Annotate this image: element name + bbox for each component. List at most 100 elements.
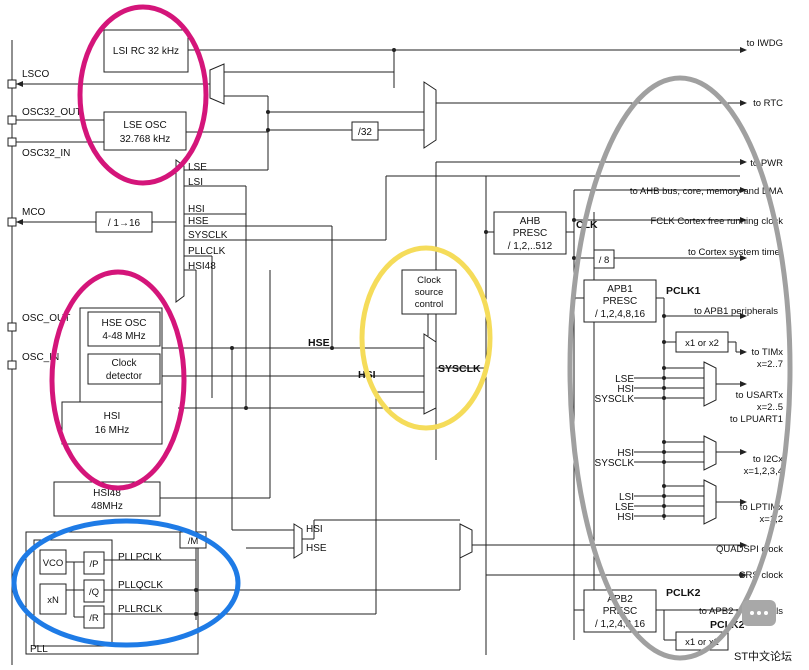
i2c-mux (703, 435, 717, 471)
pin-label-osc32-in: OSC32_IN (22, 148, 70, 159)
mco-src-hsi: HSI (188, 204, 205, 215)
lptim-src-hsi: HSI (617, 512, 634, 523)
apb1-label-2: PRESC (603, 296, 637, 307)
mco-src-hsi48: HSI48 (188, 261, 216, 272)
hse-signal-label: HSE (308, 337, 330, 349)
out-i2cx-range: x=1,2,3,4 (744, 466, 783, 477)
x1x2-a-block: x1 or x2 (675, 331, 729, 353)
lsi-rc-block: LSI RC 32 kHz (103, 29, 189, 73)
usart-mux-labels: LSE HSI SYSCLK (595, 374, 635, 405)
pll-src-hsi: HSI (306, 524, 323, 535)
pll-output-r: PLLRCLK (118, 604, 163, 615)
vco-label: VCO (43, 558, 64, 569)
out-apb1: to APB1 peripherals (694, 306, 778, 317)
usart-src-sysclk: SYSCLK (595, 394, 635, 405)
clock-source-label-2: source (415, 287, 444, 298)
lse-osc-label: LSE OSC (123, 120, 166, 131)
div8-label: / 8 (599, 255, 610, 266)
lse-osc-freq: 32.768 kHz (120, 134, 171, 145)
wiring (16, 49, 740, 655)
apb2-label-1: APB2 (607, 594, 633, 605)
multiplexers (175, 63, 717, 559)
lsco-mux (209, 63, 225, 105)
hse-osc-label: HSE OSC (101, 318, 146, 329)
hsi-freq: 16 MHz (95, 425, 129, 436)
out-lptimx: to LPTIMx (740, 502, 784, 513)
out-pwr: to PWR (750, 158, 783, 169)
highlight-lsi-lse (77, 4, 209, 186)
junction-dots (194, 48, 666, 616)
hse-osc-freq: 4-48 MHz (102, 331, 145, 342)
rtc-mux (423, 81, 437, 149)
pll-m-label: /M (188, 536, 199, 547)
pll-output-q: PLLQCLK (118, 580, 163, 591)
pll-source-labels: HSI HSE (306, 524, 327, 554)
clock-source-label-1: Clock (417, 275, 441, 286)
pin-label-osc-out: OSC_OUT (22, 313, 70, 324)
usart-mux (703, 361, 717, 407)
forum-watermark: ST中文论坛 (734, 600, 792, 663)
out-crs: CRS clock (739, 570, 784, 581)
mco-src-pllclk: PLLCLK (188, 246, 226, 257)
out-usartx: to USARTx (736, 390, 784, 401)
lptim-src-lsi: LSI (619, 492, 634, 503)
sysclk-signal-label: SYSCLK (438, 363, 481, 375)
out-rtc: to RTC (753, 98, 783, 109)
output-arrows (16, 47, 747, 613)
apb1-label-3: / 1,2,4,8,16 (595, 309, 645, 320)
out-usartx-range: x=2..5 (757, 402, 783, 413)
apb2-label-3: / 1,2,4,8,16 (595, 619, 645, 630)
pin-osc32-out (7, 115, 17, 125)
sysclk-mux (423, 333, 437, 415)
pin-osc32-in (7, 137, 17, 147)
pclk2-signal-label: PCLK2 (666, 587, 701, 599)
i2c-src-hsi: HSI (617, 448, 634, 459)
clock-detector-label-2: detector (106, 371, 143, 382)
mco-mux (175, 159, 185, 303)
out-i2cx: to I2Cx (753, 454, 783, 465)
quadspi-mux (459, 523, 473, 559)
out-timx-range: x=2..7 (757, 359, 783, 370)
apb1-prescaler-block: APB1 PRESC / 1,2,4,8,16 PCLK1 (583, 279, 701, 323)
pll-label: PLL (30, 644, 48, 655)
highlight-overlay (11, 4, 793, 661)
pin-label-osc-in: OSC_IN (22, 352, 59, 363)
out-lptimx-range: x=1,2 (759, 514, 783, 525)
clock-source-label-3: control (415, 299, 444, 310)
apb1-label-1: APB1 (607, 284, 633, 295)
hsi48-label: HSI48 (93, 488, 121, 499)
out-iwdg: to IWDG (747, 38, 783, 49)
x1x2-b-label: x1 or x2 (685, 637, 719, 648)
pll-output-p: PLLPCLK (118, 552, 162, 563)
highlight-sysclk-mux (359, 245, 493, 431)
mco-divider-label: / 1→16 (108, 218, 141, 229)
clock-source-control-block: Clock source control (401, 269, 457, 315)
mco-src-lse: LSE (188, 162, 207, 173)
usart-src-hsi: HSI (617, 384, 634, 395)
pclk1-signal-label: PCLK1 (666, 285, 701, 297)
out-lpuart1: to LPUART1 (730, 414, 783, 425)
hsi48-freq: 48MHz (91, 501, 123, 512)
lse-osc-block: LSE OSC 32.768 kHz (103, 111, 187, 151)
mco-src-hse: HSE (188, 216, 209, 227)
hsi-block: HSI 16 MHz (61, 401, 163, 445)
p-divider-label: /P (90, 559, 99, 570)
div32-block: /32 (351, 121, 379, 141)
i2c-mux-labels: HSI SYSCLK (595, 448, 635, 469)
sysclk-signal-labels: HSE HSI SYSCLK (308, 337, 481, 381)
mco-divider-block: / 1→16 (95, 211, 153, 233)
lsi-rc-label: LSI RC 32 kHz (113, 46, 179, 57)
out-quadspi: QUADSPI clock (716, 544, 783, 555)
div8-block: / 8 (593, 249, 615, 269)
pin-lsco (7, 79, 17, 89)
mco-src-lsi: LSI (188, 177, 203, 188)
highlight-hse-hsi (49, 269, 187, 491)
apb2-prescaler-block: APB2 PRESC / 1,2,4,8,16 PCLK2 PCLK2 (583, 587, 745, 633)
pin-osc-out (7, 322, 17, 332)
out-systimer: to Cortex system timer (688, 247, 783, 258)
pll-source-mux (293, 523, 303, 559)
pin-label-lsco: LSCO (22, 69, 49, 80)
div32-label: /32 (358, 127, 372, 138)
ahb-label-1: AHB (520, 216, 541, 227)
